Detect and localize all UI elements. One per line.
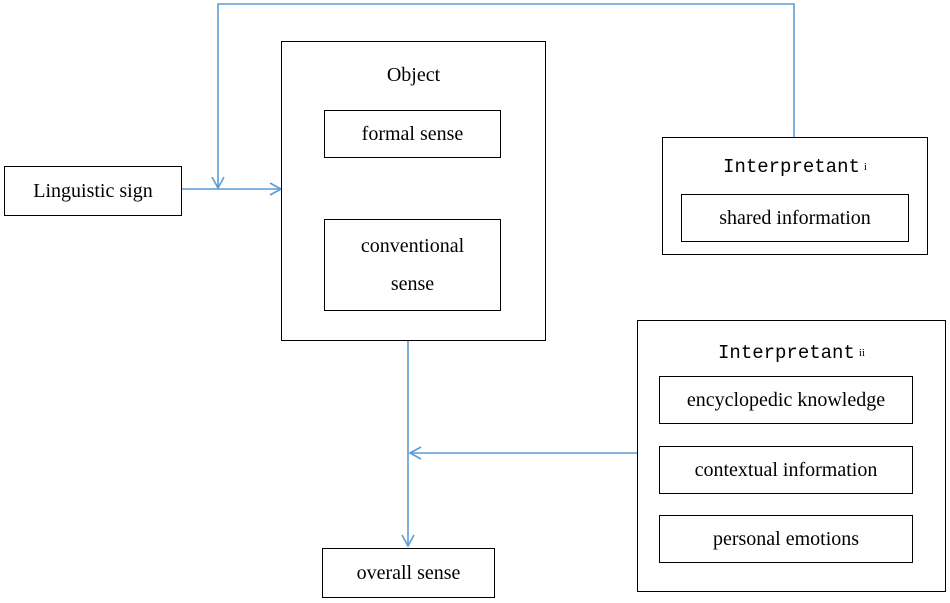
contextual-information-label: contextual information [694,459,878,481]
conventional-sense-line2: sense [390,273,435,295]
encyclopedic-knowledge-label: encyclopedic knowledge [686,389,886,411]
shared-information-box: shared information [681,194,909,242]
shared-information-label: shared information [719,207,871,229]
conventional-sense-label: conventional sense [325,220,500,310]
personal-emotions-box: personal emotions [659,515,913,563]
object-title: Object [386,64,441,86]
interpretant-ii-marker: ii [858,346,865,359]
conventional-sense-line1: conventional [360,235,465,257]
interpretant-i-marker: i [863,160,867,173]
conventional-sense-box: conventional sense [324,219,501,311]
contextual-information-box: contextual information [659,446,913,494]
personal-emotions-label: personal emotions [712,528,860,550]
feedback-arrow-interpretant-i [211,3,795,190]
overall-sense-label: overall sense [356,562,461,584]
interpretant-ii-title-text: Interpretant [718,341,855,364]
interpretant-i-title-text: Interpretant [723,155,860,178]
linguistic-sign-box: Linguistic sign [4,166,182,216]
overall-sense-box: overall sense [322,548,495,598]
linguistic-sign-label: Linguistic sign [33,180,153,202]
formal-sense-box: formal sense [324,110,501,158]
encyclopedic-knowledge-box: encyclopedic knowledge [659,376,913,424]
formal-sense-label: formal sense [361,123,464,145]
